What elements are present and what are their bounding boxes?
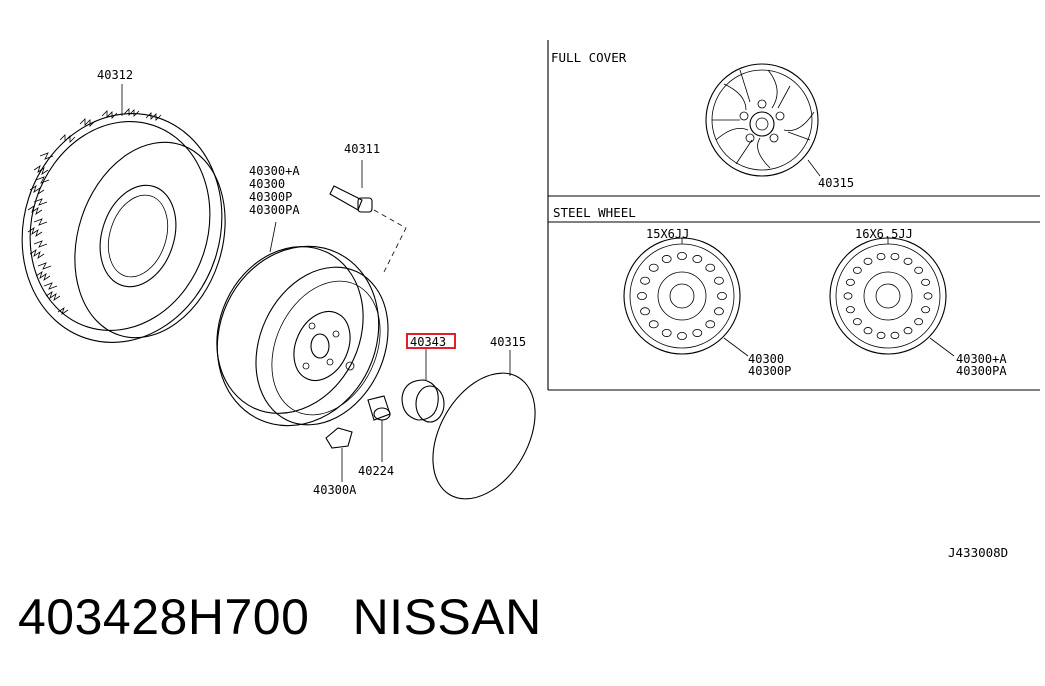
part-title: 403428H700 NISSAN: [18, 592, 542, 642]
vent-hole: [863, 327, 873, 335]
label-wheel-4: 40300PA: [249, 203, 300, 217]
part-number: 403428H700: [18, 589, 310, 645]
vent-hole: [903, 257, 913, 265]
label-wheel-3: 40300P: [249, 190, 292, 204]
vent-hole: [921, 278, 930, 286]
steel-wheel-15-drawing: [623, 237, 749, 357]
reference-code: J433008D: [948, 545, 1008, 560]
panel-frame: [547, 40, 1040, 391]
vent-hole: [914, 266, 924, 274]
vent-hole: [890, 331, 900, 339]
label-hub-cap: 40343: [410, 335, 446, 349]
label-nut: 40224: [358, 464, 394, 478]
vent-hole: [705, 320, 716, 329]
wheel-16-part-1: 40300+A: [956, 352, 1007, 366]
hub-cap-highlight: [406, 333, 456, 349]
wheel-15-size: 15X6JJ: [646, 227, 689, 241]
vent-hole: [876, 331, 886, 339]
label-tire: 40312: [97, 68, 133, 82]
vent-hole: [677, 251, 687, 260]
weight-drawing: [325, 427, 353, 482]
hub-cap-drawing: [401, 348, 445, 423]
cover-disc-drawing: [432, 350, 536, 500]
vent-hole: [648, 263, 659, 272]
label-wheel-1: 40300+A: [249, 164, 300, 178]
vent-hole: [843, 292, 853, 300]
vent-hole: [661, 255, 672, 264]
wheel-16-part-2: 40300PA: [956, 364, 1007, 378]
full-cover-title: FULL COVER: [551, 50, 627, 65]
vent-hole: [648, 320, 659, 329]
vent-hole: [921, 306, 930, 314]
vent-hole: [846, 278, 855, 286]
label-wheel-2: 40300: [249, 177, 285, 191]
vent-hole: [692, 328, 703, 337]
label-cover: 40315: [490, 335, 526, 349]
wheel-15-part-2: 40300P: [748, 364, 791, 378]
vent-hole: [890, 253, 900, 261]
vent-hole: [852, 318, 862, 326]
label-weight: 40300A: [313, 483, 357, 497]
vent-hole: [661, 328, 672, 337]
brand-name: NISSAN: [352, 589, 542, 645]
steel-wheel-title: STEEL WHEEL: [553, 205, 636, 220]
vent-hole: [637, 291, 647, 300]
steel-wheel-16-drawing: [829, 237, 955, 357]
wheel-16-size: 16X6.5JJ: [855, 227, 913, 241]
full-cover-drawing: [705, 63, 821, 177]
vent-hole: [876, 253, 886, 261]
wheel-15-part-1: 40300: [748, 352, 784, 366]
vent-hole: [640, 276, 650, 285]
wheel-drawing: [216, 221, 389, 427]
vent-hole: [714, 276, 724, 285]
vent-hole: [923, 292, 933, 300]
vent-hole: [852, 266, 862, 274]
vent-hole: [903, 327, 913, 335]
vent-hole: [714, 307, 724, 316]
vent-hole: [692, 255, 703, 264]
vent-hole: [677, 331, 687, 340]
tire-drawing: [21, 84, 226, 343]
vent-hole: [717, 291, 727, 300]
full-cover-part: 40315: [818, 176, 854, 190]
nut-drawing: [367, 395, 391, 462]
vent-hole: [640, 307, 650, 316]
vent-hole: [846, 306, 855, 314]
vent-hole: [914, 318, 924, 326]
valve-drawing: [329, 160, 407, 273]
vent-hole: [863, 257, 873, 265]
vent-hole: [705, 263, 716, 272]
label-valve: 40311: [344, 142, 380, 156]
